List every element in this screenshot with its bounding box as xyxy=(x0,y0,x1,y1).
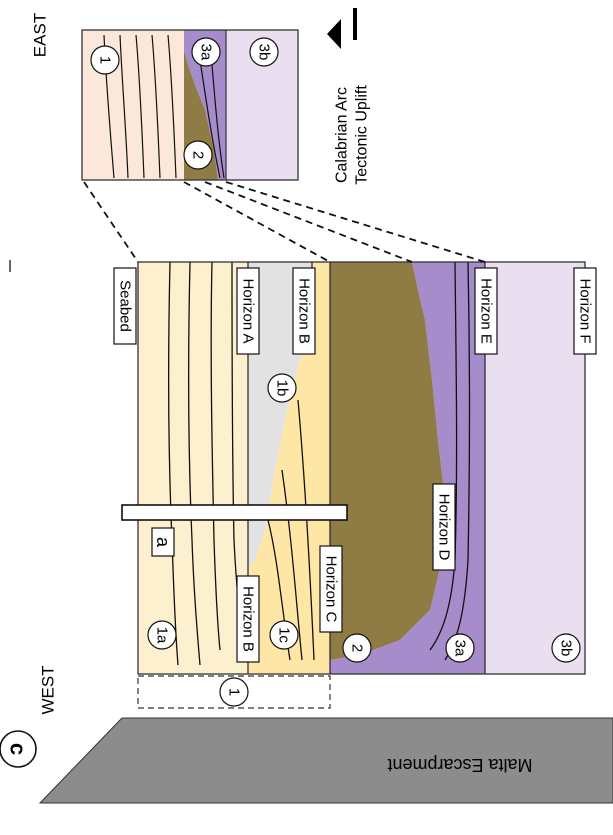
unit-label-3b: 3b xyxy=(552,634,580,662)
east-label: EAST xyxy=(31,13,50,57)
horizon-label-e: Horizon E xyxy=(475,268,497,354)
inset-unit-label-1: 1 xyxy=(91,46,119,74)
unit-1a-text: 1a xyxy=(154,627,171,644)
inset-unit-label-3b: 3b xyxy=(250,38,278,66)
horizon-b-left-text: Horizon B xyxy=(240,586,257,652)
panel-letter-text: c xyxy=(6,743,31,755)
inset-unit-3a-text: 3a xyxy=(198,44,215,61)
horizon-label-d: Horizon D xyxy=(433,484,455,570)
unit-label-1-bracket: 1 xyxy=(220,678,248,706)
inset-unit-1-text: 1 xyxy=(97,56,114,64)
panel-letter: c xyxy=(0,731,36,767)
horizon-label-seabed: Seabed xyxy=(114,268,136,344)
horizon-a-text: Horizon A xyxy=(240,278,257,343)
horizon-label-f: Horizon F xyxy=(574,268,596,354)
uplift-label-line1: Calabrian Arc xyxy=(334,87,351,183)
main-section: a Seabed Horizon A Horizon B Horizon B H… xyxy=(114,262,596,708)
core-site-bar xyxy=(122,505,347,520)
horizon-label-c: Horizon C xyxy=(320,546,342,632)
unit-label-3a: 3a xyxy=(446,634,474,662)
unit-3b-text: 3b xyxy=(558,640,575,657)
escarpment-label: Malta Escarpment xyxy=(387,755,532,775)
site-label: a xyxy=(153,537,173,548)
horizon-label-a: Horizon A xyxy=(237,268,259,354)
uplift-arrow-icon xyxy=(327,8,355,49)
unit-label-1b: 1b xyxy=(268,374,296,402)
horizon-b-top-text: Horizon B xyxy=(296,278,313,344)
horizon-label-b-top: Horizon B xyxy=(293,268,315,354)
horizon-d-text: Horizon D xyxy=(436,494,453,561)
horizon-e-text: Horizon E xyxy=(478,278,495,344)
horizon-seabed-text: Seabed xyxy=(117,280,134,332)
unit-1-bracket-text: 1 xyxy=(226,688,243,696)
unit-label-2: 2 xyxy=(343,634,371,662)
malta-escarpment: Malta Escarpment xyxy=(40,718,613,803)
unit-2-text: 2 xyxy=(349,644,366,652)
horizon-f-text: Horizon F xyxy=(577,278,594,343)
unit-label-1c: 1c xyxy=(270,621,298,649)
unit-3a-text: 3a xyxy=(452,640,469,657)
unit-1b-text: 1b xyxy=(274,380,291,397)
inset-connector-lines xyxy=(84,182,485,262)
unit-label-1a: 1a xyxy=(148,621,176,649)
uplift-label-line2: Tectonic Uplift xyxy=(354,85,371,185)
unit-3b-fill xyxy=(485,262,585,674)
horizon-label-b-left: Horizon B xyxy=(237,576,259,662)
inset-unit-2-text: 2 xyxy=(190,151,207,159)
west-label: WEST xyxy=(39,665,58,714)
inset-unit-label-2: 2 xyxy=(184,141,212,169)
inset-section: 1 2 3a 3b xyxy=(82,30,298,180)
unit-1c-text: 1c xyxy=(276,627,293,643)
horizon-c-text: Horizon C xyxy=(323,556,340,623)
inset-unit-label-3a: 3a xyxy=(192,38,220,66)
inset-unit-3b-text: 3b xyxy=(256,44,273,61)
